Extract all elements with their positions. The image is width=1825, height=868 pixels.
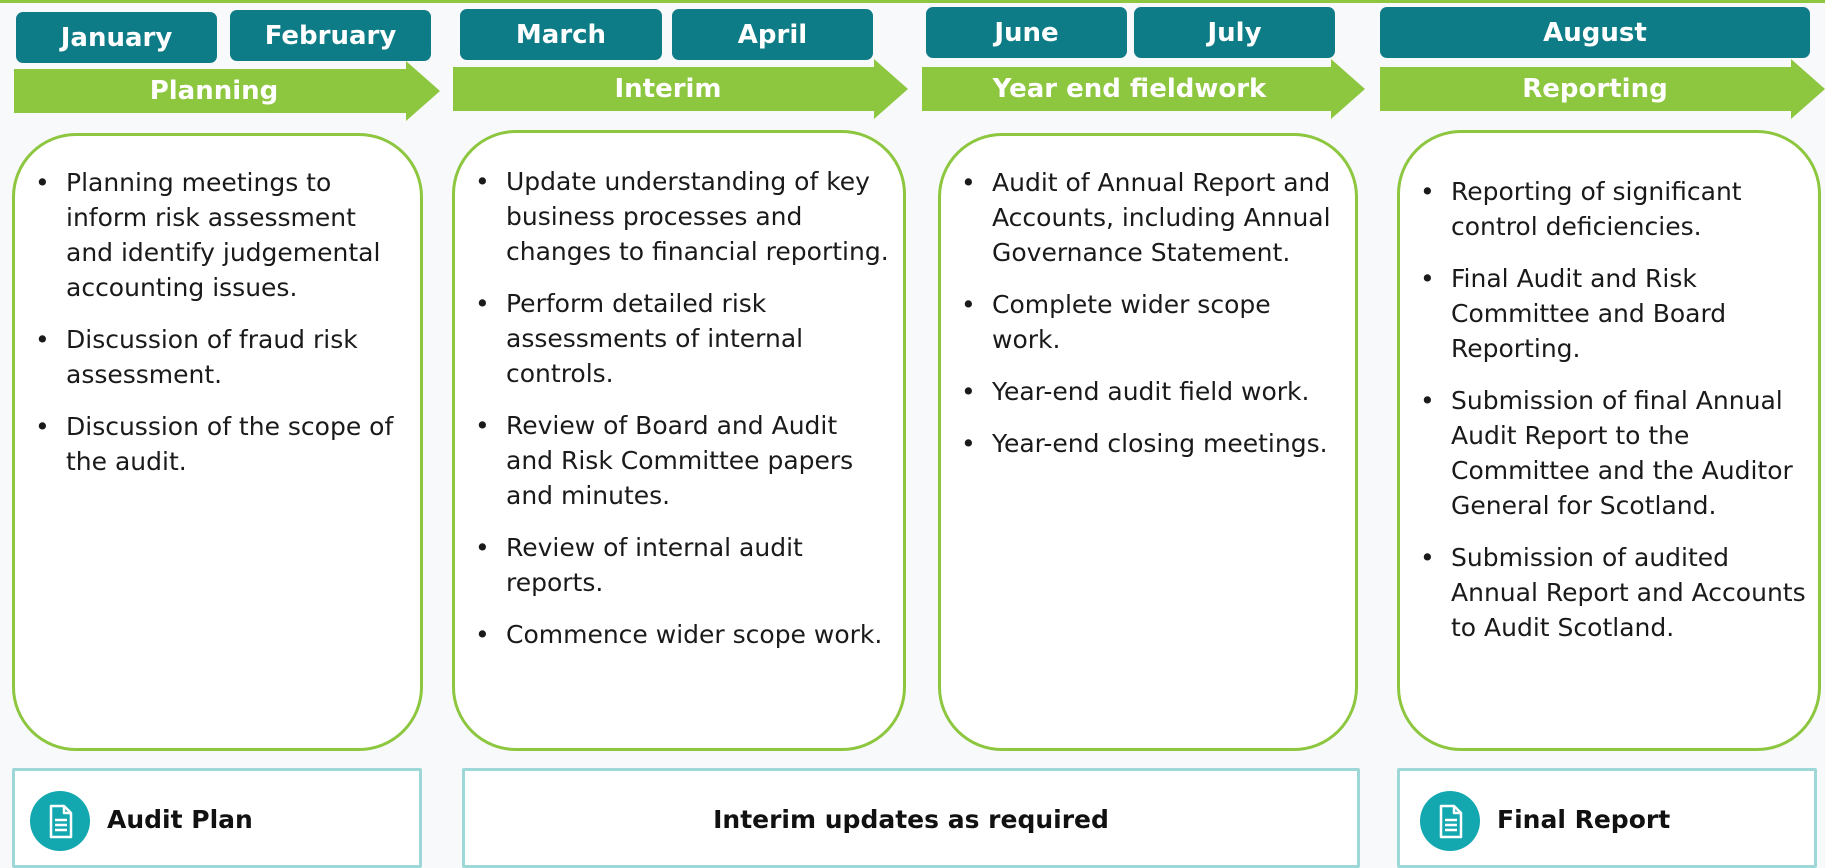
bullet-item: •Complete wider scope work. (961, 290, 1271, 354)
bullet-text: Year-end closing meetings. (992, 429, 1328, 458)
phase-label-reporting: Reporting (1522, 74, 1668, 104)
phase-arrow-interim: Interim (453, 59, 908, 119)
bullet-text: Submission of audited Annual Report and … (1451, 543, 1806, 642)
phase-label-year-end: Year end fieldwork (992, 74, 1267, 104)
bullet-text: Update understanding of key business pro… (506, 167, 889, 266)
phase-arrow-planning: Planning (14, 61, 440, 121)
phase-arrow-year-end: Year end fieldwork (922, 59, 1365, 119)
arrow-shape (453, 59, 908, 119)
arrow-shape (14, 61, 440, 121)
month-july: July (1134, 7, 1335, 58)
bullet-list: •Audit of Annual Report and Accounts, in… (941, 165, 1341, 461)
bullet-text: Commence wider scope work. (506, 620, 883, 649)
bullet-text: Review of internal audit reports. (506, 533, 803, 597)
bullet-text: Discussion of fraud risk assessment. (66, 325, 358, 389)
bullet-text: Planning meetings to inform risk assessm… (66, 168, 381, 302)
bullet-list: •Update understanding of key business pr… (455, 164, 891, 652)
document-icon (30, 791, 90, 851)
bullet-item: •Review of Board and Audit and Risk Comm… (475, 411, 854, 510)
deliverable-label: Final Report (1497, 805, 1671, 834)
bullet-item: •Review of internal audit reports. (475, 533, 803, 597)
card-year-end: •Audit of Annual Report and Accounts, in… (938, 133, 1358, 751)
document-icon (1420, 791, 1480, 851)
bullet-text: Final Audit and Risk Committee and Board… (1451, 264, 1727, 363)
card-reporting: •Reporting of significant control defici… (1397, 130, 1821, 751)
phase-arrow-reporting: Reporting (1380, 59, 1825, 119)
deliverable-label: Interim updates as required (713, 805, 1109, 834)
bullet-item: •Discussion of fraud risk assessment. (35, 325, 358, 389)
bullet-text: Complete wider scope work. (992, 290, 1271, 354)
month-january: January (16, 12, 217, 63)
month-april: April (672, 9, 873, 60)
bullet-text: Year-end audit field work. (992, 377, 1310, 406)
arrow-shape (1380, 59, 1825, 119)
deliverable-label: Audit Plan (107, 805, 253, 834)
bullet-item: •Year-end closing meetings. (961, 429, 1328, 458)
deliverable-audit-plan: Audit Plan (12, 768, 422, 868)
bullet-item: •Submission of final Annual Audit Report… (1420, 386, 1793, 520)
bullet-item: •Planning meetings to inform risk assess… (35, 168, 381, 302)
top-divider (0, 0, 1825, 3)
bullet-item: •Update understanding of key business pr… (475, 167, 889, 266)
bullet-item: •Commence wider scope work. (475, 620, 883, 649)
card-planning: •Planning meetings to inform risk assess… (12, 133, 423, 751)
bullet-item: •Submission of audited Annual Report and… (1420, 543, 1806, 642)
bullet-item: •Audit of Annual Report and Accounts, in… (961, 168, 1331, 267)
bullet-text: Review of Board and Audit and Risk Commi… (506, 411, 854, 510)
month-february: February (230, 10, 431, 61)
bullet-list: •Planning meetings to inform risk assess… (15, 165, 406, 479)
bullet-text: Perform detailed risk assessments of int… (506, 289, 804, 388)
month-march: March (460, 9, 662, 60)
card-interim: •Update understanding of key business pr… (452, 130, 906, 751)
bullet-item: •Year-end audit field work. (961, 377, 1310, 406)
bullet-item: •Final Audit and Risk Committee and Boar… (1420, 264, 1727, 363)
bullet-item: •Perform detailed risk assessments of in… (475, 289, 804, 388)
deliverable-final-report: Final Report (1397, 768, 1817, 868)
bullet-list: •Reporting of significant control defici… (1400, 174, 1808, 645)
phase-label-interim: Interim (614, 74, 722, 104)
deliverable-interim-updates: Interim updates as required (462, 768, 1360, 868)
bullet-text: Submission of final Annual Audit Report … (1451, 386, 1793, 520)
month-june: June (926, 7, 1127, 58)
bullet-text: Reporting of significant control deficie… (1451, 177, 1742, 241)
bullet-item: •Reporting of significant control defici… (1420, 177, 1742, 241)
bullet-text: Discussion of the scope of the audit. (66, 412, 394, 476)
arrow-shape (922, 59, 1365, 119)
month-august: August (1380, 7, 1810, 58)
phase-label-planning: Planning (149, 76, 279, 106)
bullet-item: •Discussion of the scope of the audit. (35, 412, 394, 476)
bullet-text: Audit of Annual Report and Accounts, inc… (992, 168, 1331, 267)
